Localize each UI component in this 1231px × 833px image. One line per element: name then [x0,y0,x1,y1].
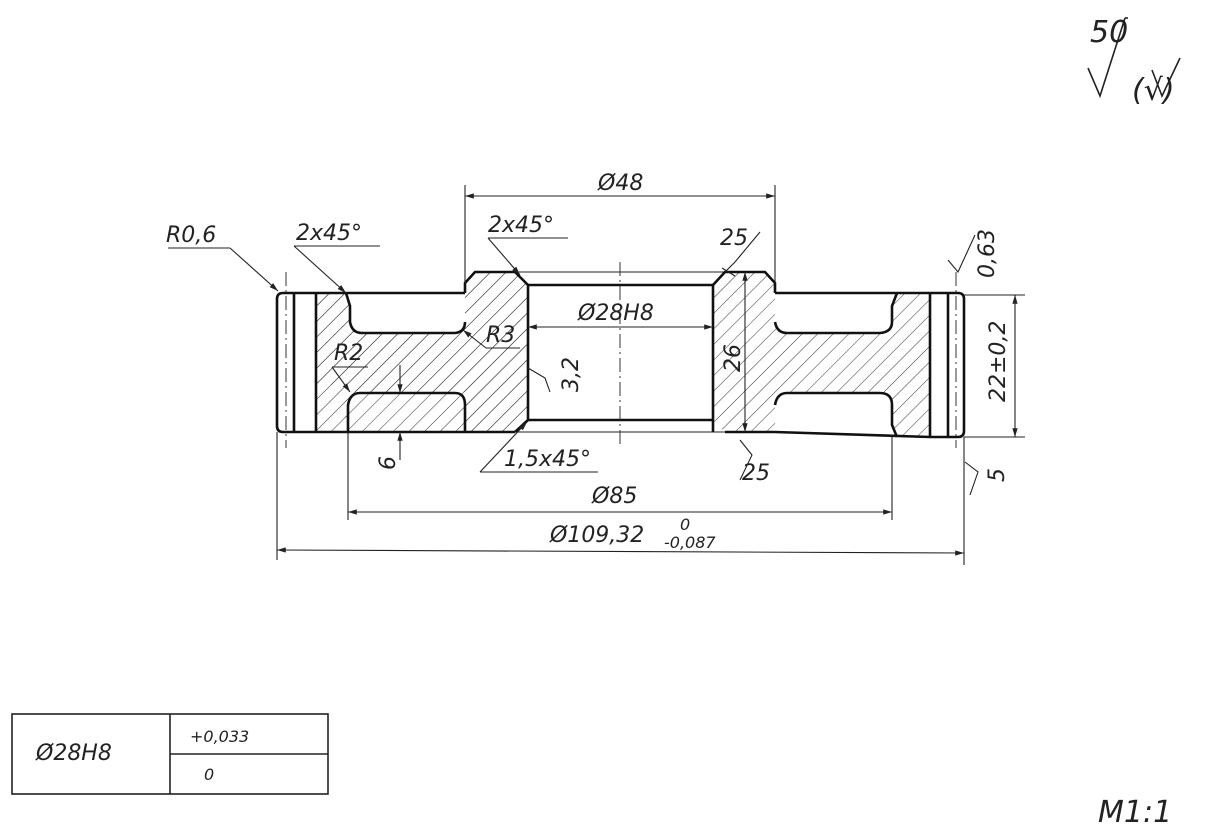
scale-label: M1:1 [1098,795,1172,830]
left-hub-section [465,272,528,432]
table-lower: 0 [204,765,214,784]
roughness-small-check-icon [1151,57,1181,99]
roughness-symbols [527,17,1181,496]
dim-r3: R3 [486,323,515,348]
roughness-check-icon [1087,17,1126,99]
dim-rim-height: 22±0,2 [986,321,1011,402]
part-section [316,272,930,437]
dim-chamfer-bore: 1,5x45° [504,447,591,472]
dim-tol-upper: 0 [680,515,690,534]
table-upper: +0,033 [190,727,249,746]
dim-rough-rim-bottom: 5 [985,468,1010,482]
tolerance-table: Ø28H8 +0,033 0 [11,713,329,795]
part-outline [275,270,966,439]
dim-dia-85: Ø85 [591,484,637,509]
dim-dia-hub: Ø48 [597,171,643,196]
dim-chamfer-left: 2x45° [296,221,362,246]
dim-rough-bore: 3,2 [559,357,584,392]
roughness-general-bracket: (√) [1132,73,1175,108]
labels: 50 R0,6 2x45° 2x45° Ø48 25 Ø28H8 R3 R2 1… [166,15,1128,552]
dim-r2: R2 [334,341,363,366]
dim-dia-bore: Ø28H8 [577,301,654,326]
dim-chamfer-hub: 2x45° [488,213,554,238]
table-designation: Ø28H8 [35,741,112,766]
dim-rough-hub-top: 25 [720,226,748,251]
left-web-section [316,293,465,432]
dim-tol-lower: -0,087 [664,533,716,552]
center-lines [285,262,957,448]
dim-dia-outer: Ø109,32 [549,523,644,548]
dim-r-outer: R0,6 [166,223,216,248]
dim-rough-hub-bottom: 25 [742,461,770,486]
dim-groove: 6 [376,456,401,470]
dimension-lines [168,185,1025,565]
dim-rough-rim: 0,63 [975,229,1000,278]
roughness-general-value: 50 [1090,15,1128,50]
right-web-section [775,293,930,437]
dim-hub-height: 26 [721,344,746,372]
